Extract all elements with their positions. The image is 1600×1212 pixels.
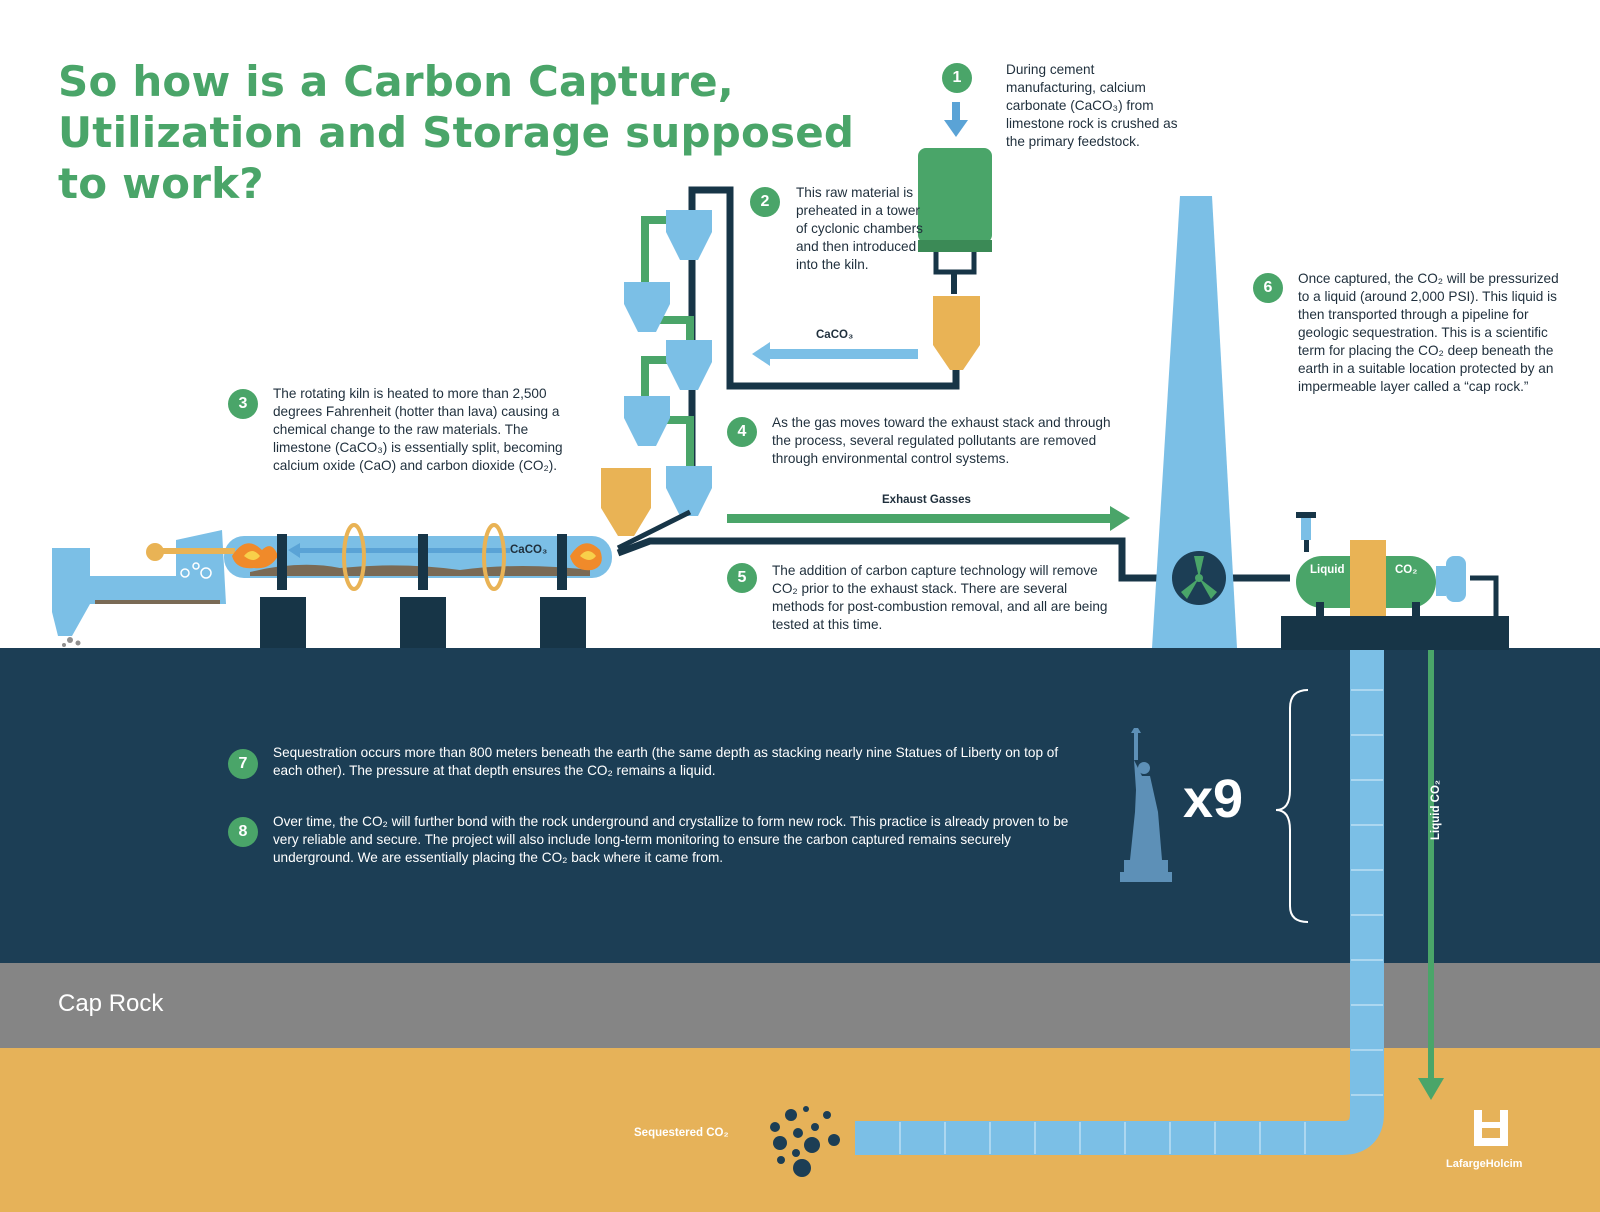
- step-8-text: Over time, the CO₂ will further bond wit…: [273, 814, 1069, 865]
- caco3-arrow: [752, 342, 918, 366]
- step-4-badge: 4: [727, 417, 757, 447]
- fan-icon: [1181, 556, 1217, 599]
- flame-icon: [570, 543, 602, 571]
- co2-tank-label: CO₂: [1395, 564, 1418, 576]
- rotary-kiln: [52, 523, 612, 648]
- step-2-badge: 2: [750, 187, 780, 217]
- step-4-text: As the gas moves toward the exhaust stac…: [772, 415, 1111, 466]
- step-3-text: The rotating kiln is heated to more than…: [273, 386, 563, 473]
- page-title: So how is a Carbon Capture, Utilization …: [58, 57, 855, 208]
- preheater-tower: [601, 210, 712, 536]
- carbon-capture-unit: [1281, 512, 1509, 650]
- step-7-badge: 7: [228, 749, 258, 779]
- logo-text: LafargeHolcim: [1446, 1158, 1523, 1170]
- arrow-down-icon: [944, 102, 968, 137]
- step-1-badge: 1: [942, 63, 972, 93]
- step-7-text: Sequestration occurs more than 800 meter…: [273, 745, 1059, 778]
- underground-layer: [0, 648, 1600, 963]
- depth-brace: [1275, 689, 1309, 923]
- sequestered-co2-label: Sequestered CO₂: [634, 1127, 729, 1139]
- sequestered-co2-dots: [770, 1106, 840, 1177]
- statue-of-liberty-icon: [1120, 728, 1172, 882]
- lafargeholcim-logo-icon: [1474, 1110, 1508, 1146]
- step-3-badge: 3: [228, 389, 258, 419]
- flue-link: [616, 509, 692, 551]
- step-8-badge: 8: [228, 817, 258, 847]
- liquid-label: Liquid: [1310, 564, 1345, 576]
- caco3-arrow-label: CaCO₃: [816, 329, 854, 341]
- exhaust-gasses-arrow: [727, 506, 1130, 531]
- injection-pipe: [855, 650, 1384, 1155]
- liquid-co2-arrow: [1418, 650, 1444, 1100]
- caco3-kiln-label: CaCO₃: [510, 544, 548, 556]
- cap-rock-layer: [0, 963, 1600, 1048]
- step-6-badge: 6: [1253, 273, 1283, 303]
- crusher-hopper: [918, 148, 992, 370]
- step-6-text: Once captured, the CO₂ will be pressuriz…: [1298, 271, 1559, 394]
- step-2-text: This raw material is preheated in a towe…: [796, 185, 923, 272]
- step-5-text: The addition of carbon capture technolog…: [772, 563, 1108, 632]
- flame-icon: [232, 543, 278, 569]
- exhaust-gasses-label: Exhaust Gasses: [882, 494, 971, 506]
- liquid-co2-pipe-label: Liquid CO₂: [1430, 779, 1443, 841]
- cap-rock-label: Cap Rock: [58, 990, 164, 1017]
- exhaust-stack: [1152, 196, 1237, 648]
- multiplier-label: x9: [1183, 769, 1244, 829]
- step-1-text: During cement manufacturing, calcium car…: [1006, 62, 1178, 149]
- step-5-badge: 5: [727, 563, 757, 593]
